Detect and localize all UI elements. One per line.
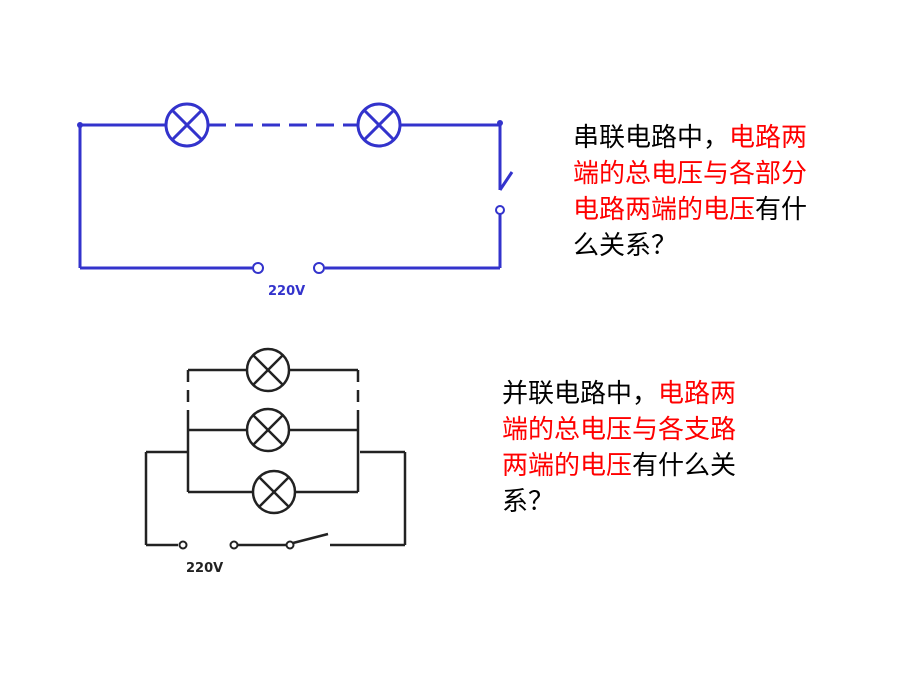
parallel-lamp-3 bbox=[251, 469, 297, 515]
parallel-switch-blade bbox=[292, 532, 329, 545]
parallel-lamp-2 bbox=[245, 407, 291, 453]
series-node-left bbox=[77, 122, 83, 128]
series-switch-blade bbox=[498, 171, 514, 191]
series-node-right bbox=[497, 120, 503, 126]
parallel-terminal-right bbox=[229, 540, 239, 550]
parallel-terminal-left bbox=[178, 540, 188, 550]
series-circuit bbox=[78, 102, 514, 274]
parallel-lamp-1 bbox=[245, 347, 291, 393]
series-voltage-label: 220V bbox=[268, 284, 305, 299]
series-question-part-2: 有什么关系？ bbox=[573, 195, 808, 261]
parallel-question-part-1: 并联电路中， bbox=[502, 379, 659, 409]
series-lamp-2 bbox=[356, 102, 402, 148]
series-question-part-1: 串联电路中， bbox=[573, 123, 730, 153]
series-lamp-1 bbox=[164, 102, 210, 148]
series-question-highlight: 电路两端的总电压与各部分电路两端的电压 bbox=[573, 123, 808, 225]
parallel-voltage-label: 220V bbox=[186, 561, 223, 576]
series-switch-contact bbox=[495, 205, 505, 215]
series-terminal-right bbox=[313, 262, 325, 274]
parallel-question: 并联电路中，电路两端的总电压与各支路两端的电压有什么关系？ bbox=[502, 376, 742, 520]
series-terminal-left bbox=[252, 262, 264, 274]
parallel-question-part-2: 有什么关系？ bbox=[502, 451, 737, 517]
parallel-circuit bbox=[144, 347, 407, 550]
parallel-switch-contact bbox=[285, 540, 295, 550]
parallel-question-highlight: 电路两端的总电压与各支路两端的电压 bbox=[502, 379, 737, 481]
series-question: 串联电路中，电路两端的总电压与各部分电路两端的电压有什么关系？ bbox=[573, 120, 823, 264]
